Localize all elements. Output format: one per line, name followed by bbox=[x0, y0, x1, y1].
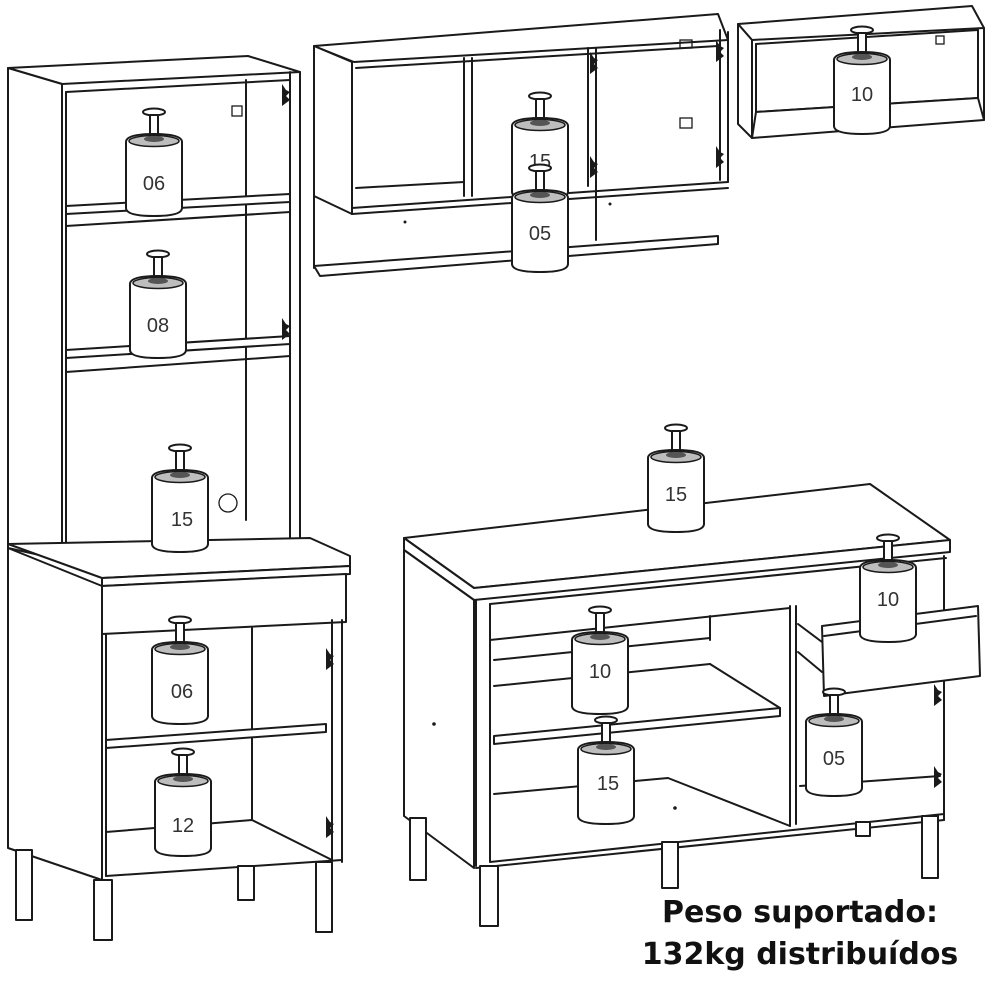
weight-10-drawer: 10 bbox=[859, 533, 917, 643]
svg-text:06: 06 bbox=[143, 173, 165, 195]
weight-05-base-right: 05 bbox=[805, 687, 863, 797]
weight-10-shelf: 10 bbox=[571, 605, 629, 715]
hinge-icon bbox=[282, 84, 290, 106]
svg-text:15: 15 bbox=[665, 484, 687, 506]
weight-10-small-wall-cabinet: 10 bbox=[833, 25, 891, 135]
hinge-icon bbox=[934, 766, 942, 788]
weight-15-base-left: 15 bbox=[577, 715, 635, 825]
weight-08-middle-shelf: 08 bbox=[129, 249, 187, 359]
svg-text:15: 15 bbox=[171, 509, 193, 531]
svg-text:10: 10 bbox=[589, 661, 611, 683]
base-cabinet bbox=[403, 483, 981, 927]
weight-15-countertop: 15 bbox=[647, 423, 705, 533]
hinge-icon bbox=[934, 684, 942, 706]
svg-text:10: 10 bbox=[877, 589, 899, 611]
svg-text:15: 15 bbox=[597, 773, 619, 795]
weight-06-base-shelf: 06 bbox=[151, 615, 209, 725]
weight-06-top-shelf: 06 bbox=[125, 107, 183, 217]
caption-line-1: Peso suportado: bbox=[661, 895, 938, 930]
svg-text:12: 12 bbox=[172, 815, 194, 837]
weight-05-wall-shelf: 05 bbox=[511, 163, 569, 273]
load-capacity-caption: Peso suportado: 132kg distribuídos bbox=[630, 892, 970, 976]
svg-text:05: 05 bbox=[529, 223, 551, 245]
weight-15-tower-niche: 15 bbox=[151, 443, 209, 553]
weight-12-base-bottom: 12 bbox=[154, 747, 212, 857]
svg-text:08: 08 bbox=[147, 315, 169, 337]
svg-text:06: 06 bbox=[171, 681, 193, 703]
svg-text:05: 05 bbox=[823, 748, 845, 770]
caption-line-2: 132kg distribuídos bbox=[641, 937, 959, 972]
cam-lock-icon bbox=[218, 493, 238, 513]
svg-text:10: 10 bbox=[851, 84, 873, 106]
